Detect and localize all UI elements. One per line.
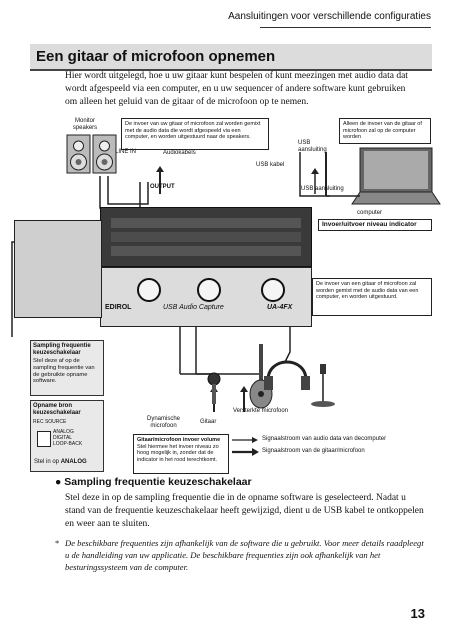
page-number: 13	[410, 606, 425, 621]
guitar-label: Gitaar	[200, 419, 217, 425]
rec-set-value: ANALOG	[60, 459, 87, 465]
device-side-panel	[14, 220, 102, 318]
device-front-panel: EDIROL USB Audio Capture UA-4FX	[100, 267, 312, 327]
usb-port-label: USB aansluiting	[298, 140, 327, 153]
top-panel-strip-2	[111, 232, 301, 242]
sampling-section-body: Stel deze in op de sampling frequentie d…	[65, 493, 424, 529]
note-mixed-computer: De invoer van een gitaar of microfoon za…	[312, 278, 432, 316]
sampling-callout: Sampling frequentie keuzeschakelaar Stel…	[30, 340, 104, 396]
rec-source-label: REC SOURCE	[33, 419, 67, 425]
footnote-text: De beschikbare frequenties zijn afhankel…	[65, 538, 424, 572]
sampling-callout-text: Stel deze af op de sampling frequentie v…	[33, 358, 95, 385]
footnote-mark: *	[55, 538, 60, 548]
connection-diagram: Monitor speakers De invoer van uw gitaar…	[0, 112, 451, 474]
rec-source-callout: Opname bron keuzeschakelaar REC SOURCE A…	[30, 400, 104, 472]
output-label: OUTPUT	[150, 184, 175, 190]
usb-port-label-2: USB aansluiting	[301, 186, 344, 192]
volume-callout: Gitaar/microfoon invoer volume Stel hier…	[133, 434, 229, 474]
running-header: Aansluitingen voor verschillende configu…	[0, 0, 451, 30]
dynamic-mic-label: Dynamische microfoon	[147, 416, 181, 429]
sampling-section-title: Sampling frequentie keuzeschakelaar	[64, 476, 252, 488]
device-top-panel	[100, 207, 312, 267]
sampling-section: ● Sampling frequentie keuzeschakelaar St…	[55, 476, 425, 573]
headphones-icon	[264, 360, 310, 390]
condenser-mic-icon	[311, 364, 335, 407]
running-title: Aansluitingen voor verschillende configu…	[228, 11, 431, 22]
knob-guitar[interactable]	[137, 278, 161, 302]
sampling-section-heading: ● Sampling frequentie keuzeschakelaar	[55, 476, 425, 488]
speakers-icon	[66, 134, 117, 174]
rec-set: Stel in op ANALOG	[34, 459, 87, 465]
rec-option-digital: DIGITAL	[53, 435, 73, 441]
rec-switch[interactable]	[37, 431, 51, 447]
knob-output[interactable]	[261, 278, 285, 302]
section-title: Een gitaar of microfoon opnemen	[36, 48, 276, 65]
legend-guitar-mic: Signaalstroom van de gitaar/microfoon	[262, 448, 365, 454]
note-only-input: Alleen de invoer van de gitaar of microf…	[339, 118, 431, 144]
header-rule	[260, 27, 431, 28]
device-model: UA-4FX	[267, 304, 293, 311]
rec-option-analog: ANALOG	[53, 429, 74, 435]
note-mixed-speakers: De invoer van uw gitaar of microfoon zal…	[121, 118, 269, 150]
line-in-label: LINE IN	[115, 149, 137, 155]
top-panel-strip-3	[111, 246, 301, 256]
rec-set-prefix: Stel in op	[34, 459, 61, 465]
sampling-callout-title: Sampling frequentie keuzeschakelaar	[33, 343, 91, 356]
computer-label: computer	[357, 210, 383, 216]
monitor-speakers-label: Monitor speakers	[72, 118, 98, 131]
device-name: USB Audio Capture	[163, 304, 224, 311]
top-panel-strip	[111, 218, 301, 228]
knob-input[interactable]	[197, 278, 221, 302]
volume-callout-title: Gitaar/microfoon invoer volume	[137, 437, 221, 443]
amp-mic-label: Versterkte microfoon	[233, 408, 289, 414]
laptop-icon	[351, 147, 441, 205]
audio-cables-label: Audiokabels	[163, 150, 196, 156]
usb-cable-label: USB kabel	[256, 162, 285, 168]
rec-option-loopback: LOOP-BACK	[53, 441, 83, 447]
section-title-bar: Een gitaar of microfoon opnemen	[30, 44, 432, 71]
dynamic-mic-icon	[207, 372, 221, 404]
legend-audio-data: Signaalstroom van audio data van decompu…	[262, 436, 387, 442]
rec-callout-title: Opname bron keuzeschakelaar	[33, 403, 81, 416]
level-indicator-label: Invoer/uitvoer niveau indicator	[318, 219, 432, 231]
volume-callout-text: Stel hiermee het invoer niveau zo hoog m…	[137, 443, 219, 463]
device-brand: EDIROL	[105, 304, 132, 311]
footnote: * De beschikbare frequenties zijn afhank…	[55, 537, 425, 573]
bullet-icon: ●	[55, 476, 65, 488]
intro-paragraph: Hier wordt uitgelegd, hoe u uw gitaar ku…	[65, 71, 408, 107]
